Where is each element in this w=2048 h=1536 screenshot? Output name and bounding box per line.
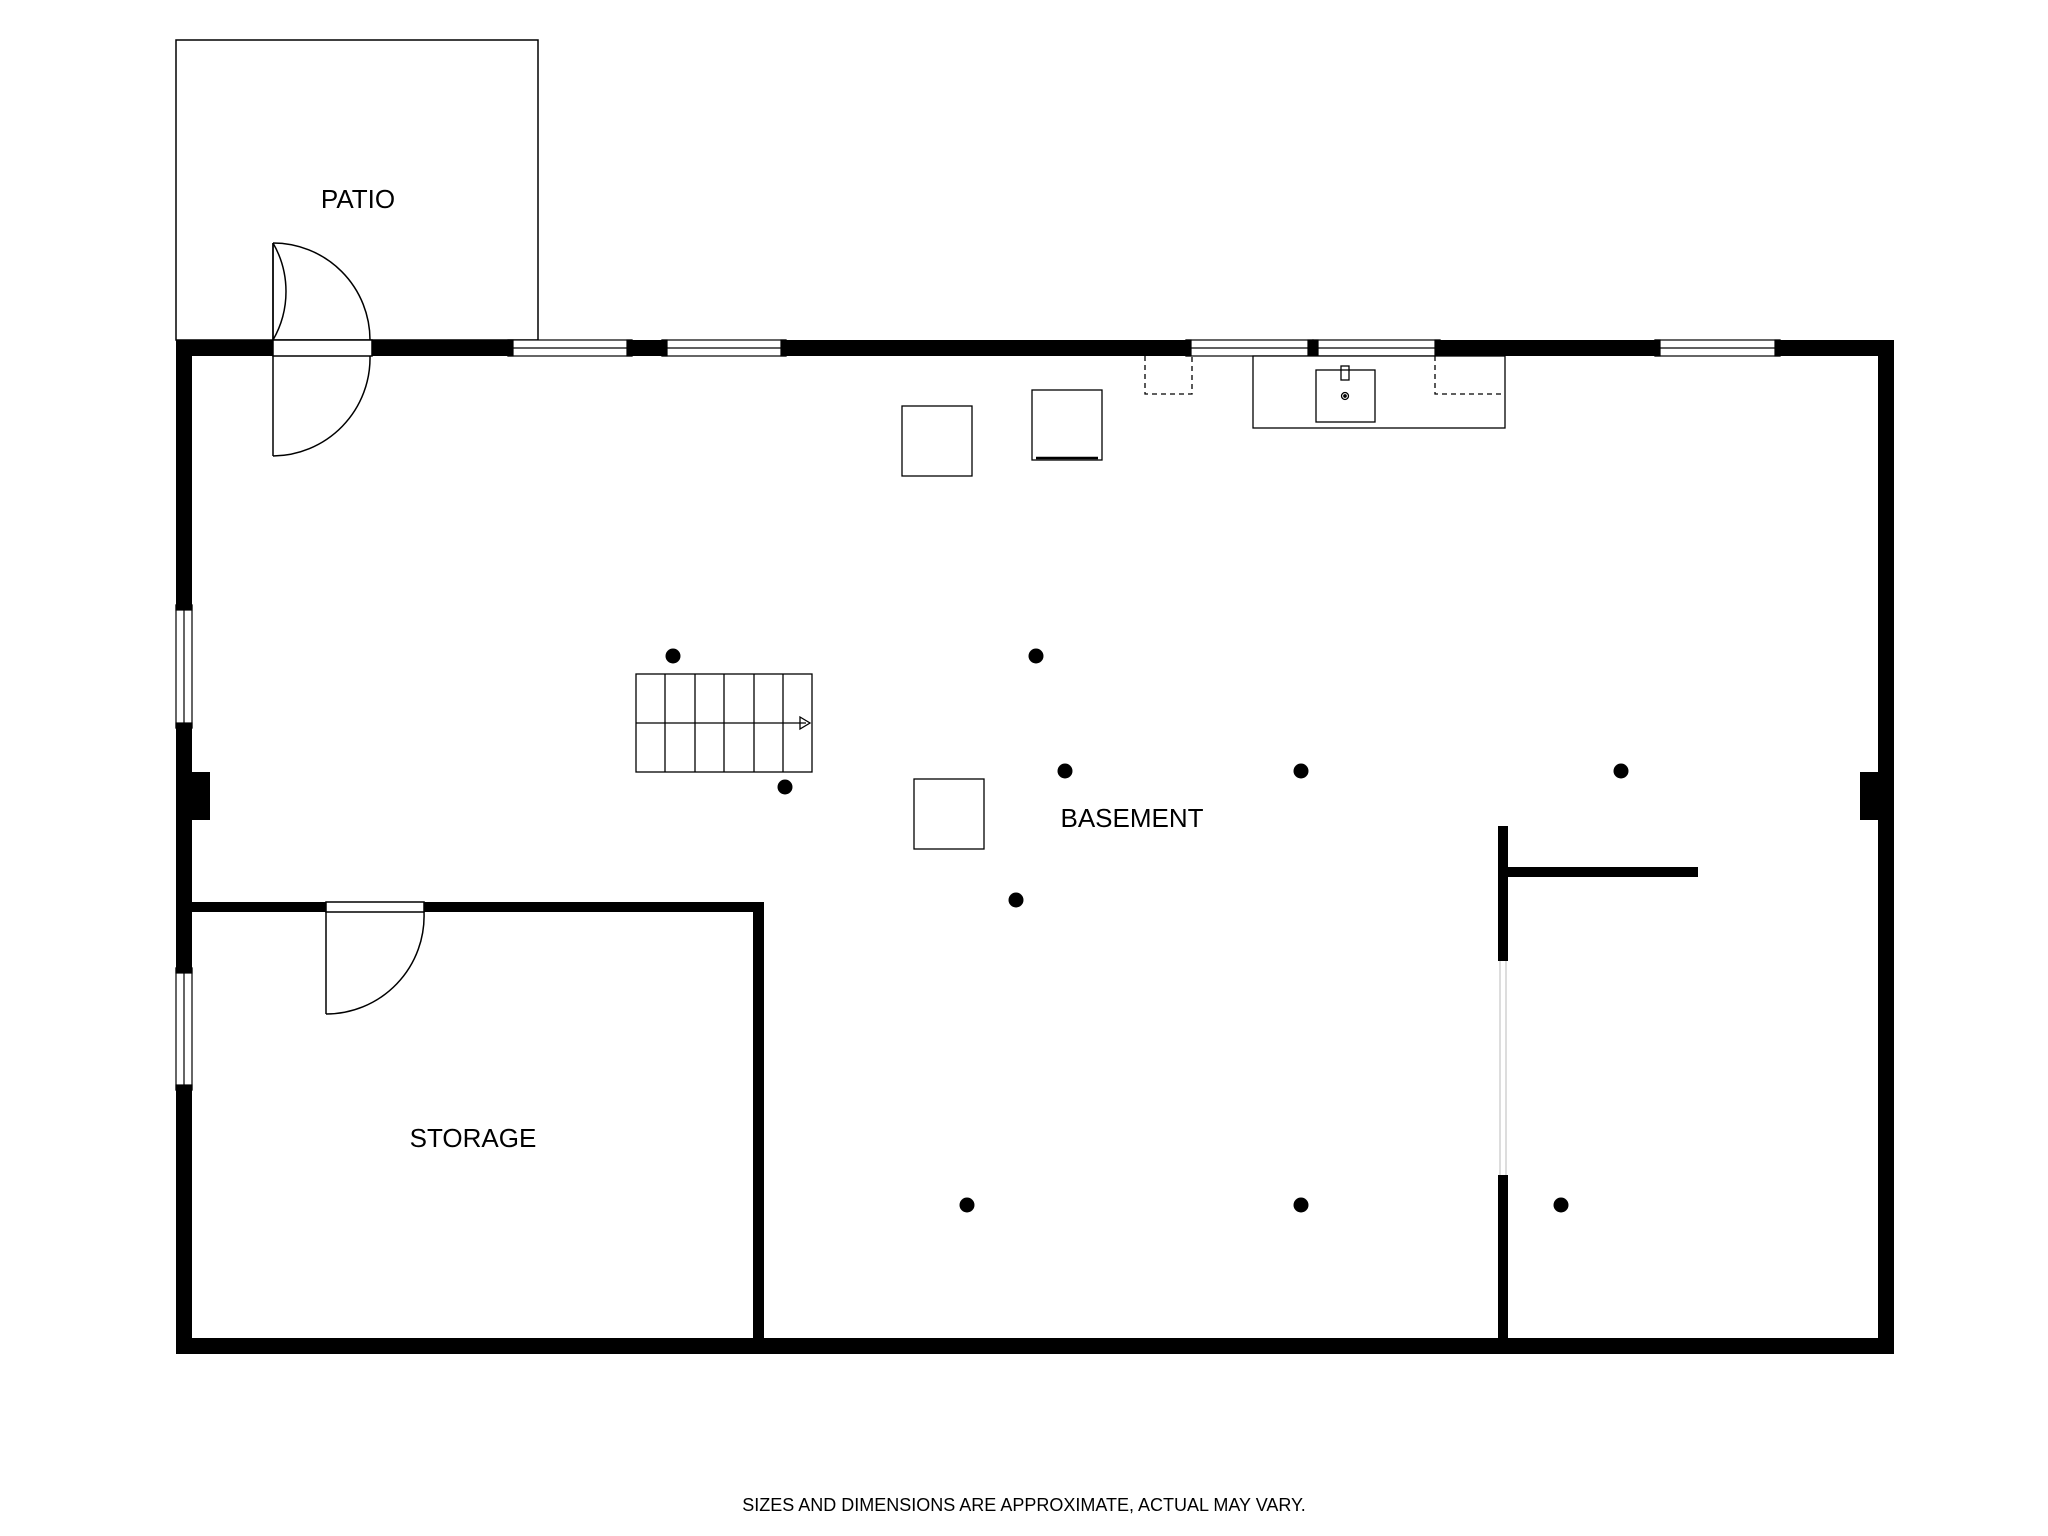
- room-label-patio: PATIO: [321, 184, 395, 214]
- appliance-box: [913, 778, 985, 850]
- window-icon: [175, 604, 193, 729]
- column-icon: [959, 1197, 975, 1213]
- column-icon: [1553, 1197, 1569, 1213]
- appliances: [901, 389, 1103, 850]
- columns: [665, 648, 1629, 1213]
- window-icon: [661, 339, 787, 357]
- room-label-storage: STORAGE: [410, 1123, 537, 1153]
- partition-opening: [1499, 961, 1507, 1175]
- column-icon: [777, 779, 793, 795]
- exterior-walls: [176, 340, 1894, 1354]
- appliance-box: [1031, 389, 1103, 461]
- column-icon: [665, 648, 681, 664]
- window-icon: [1185, 339, 1314, 357]
- column-icon: [1028, 648, 1044, 664]
- column-icon: [1293, 763, 1309, 779]
- sink-icon: [1315, 369, 1376, 423]
- stairs-icon: [635, 673, 813, 773]
- patio-door: [272, 242, 373, 457]
- door-swing-icon: [272, 242, 371, 457]
- appliance-box: [901, 405, 973, 477]
- disclaimer-text: SIZES AND DIMENSIONS ARE APPROXIMATE, AC…: [742, 1495, 1306, 1515]
- window-icon: [1654, 339, 1781, 357]
- sink-counter: [1144, 355, 1506, 429]
- interior-walls: [176, 826, 1698, 1354]
- column-icon: [1057, 763, 1073, 779]
- top-windows: [507, 339, 1781, 357]
- window-icon: [1312, 339, 1441, 357]
- column-icon: [1293, 1197, 1309, 1213]
- left-windows: [175, 604, 193, 1091]
- column-icon: [1613, 763, 1629, 779]
- window-icon: [175, 967, 193, 1091]
- window-icon: [507, 339, 633, 357]
- door-swing-icon: [325, 911, 425, 1015]
- room-label-basement: BASEMENT: [1060, 803, 1203, 833]
- storage-door: [325, 901, 425, 1015]
- column-icon: [1008, 892, 1024, 908]
